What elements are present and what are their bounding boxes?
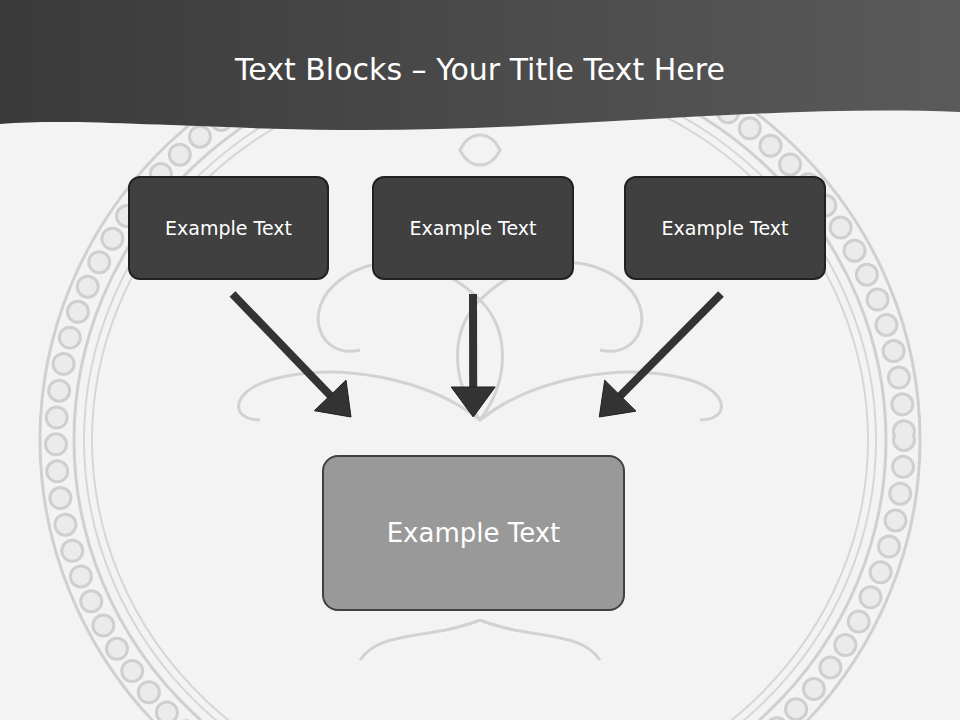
flow-arrow [233,294,352,417]
box-text: Example Text [165,217,292,239]
text-block: Example Text [624,176,826,280]
result-box: Example Text [322,455,625,611]
arrow-shaft [233,294,335,400]
arrow-shaft [469,294,477,393]
arrow-head [314,380,351,417]
box-text: Example Text [410,217,537,239]
flow-arrow [451,294,495,417]
text-block: Example Text [128,176,329,280]
flow-arrow [599,294,721,417]
arrow-shaft [616,294,721,400]
arrow-head [599,380,636,417]
text-block: Example Text [372,176,574,280]
slide-title: Text Blocks – Your Title Text Here [0,52,960,87]
box-text: Example Text [662,217,789,239]
arrow-head [451,387,495,417]
box-text: Example Text [387,518,561,548]
